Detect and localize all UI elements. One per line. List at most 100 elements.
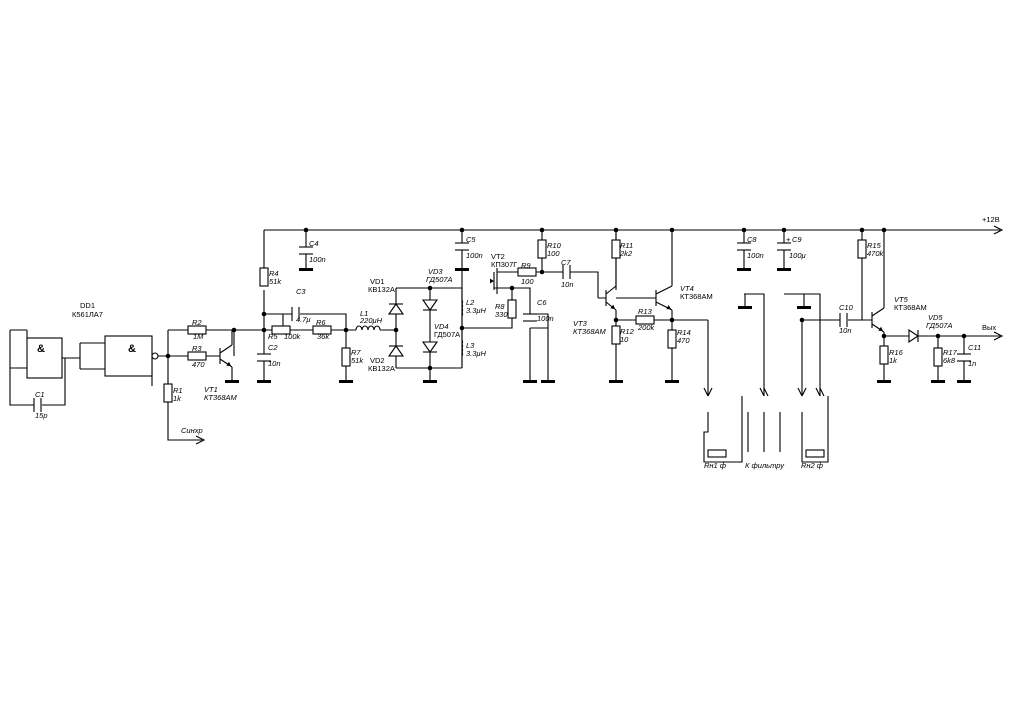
r17-val: 6k8	[943, 356, 956, 365]
c11-val: 1n	[968, 359, 976, 368]
c7-ref: C7	[561, 258, 571, 267]
labels: +12В Вых Синхр DD1 К561ЛА7 & & VT1 КТ368…	[35, 215, 1000, 470]
junction-dot-1	[303, 227, 309, 233]
c2-ref: C2	[268, 343, 278, 352]
vd4-ref: VD4	[434, 322, 449, 331]
r1-val: 1k	[173, 394, 182, 403]
junction-dot-13	[261, 311, 267, 317]
rail-label: +12В	[982, 215, 1000, 224]
ground-1	[225, 380, 239, 383]
sync-label: Синхр	[181, 426, 203, 435]
l2-inductor	[461, 299, 464, 317]
c9-ref: C9	[792, 235, 802, 244]
vt1-emitter-arrow	[226, 361, 231, 366]
r9-val: 100	[521, 277, 534, 286]
vt5-part: КТ368АМ	[894, 303, 927, 312]
vd4-diode	[421, 341, 439, 353]
l3-inductor	[461, 339, 464, 357]
r7-resistor	[341, 347, 351, 367]
ground-3	[299, 268, 313, 271]
vt5-emitter-arrow	[878, 326, 883, 331]
ground-11	[737, 268, 751, 271]
vt3-emitter-arrow	[610, 304, 615, 309]
junction-dot-9	[881, 227, 887, 233]
vd3-ref: VD3	[428, 267, 443, 276]
ground-4	[339, 380, 353, 383]
vd5-part: ГД507А	[926, 321, 953, 330]
jack2-load-resistor	[805, 449, 825, 458]
gate2-symbol: &	[128, 343, 136, 355]
vt2-gate-arrow	[490, 278, 494, 284]
vd2-part: КВ132А	[368, 364, 395, 373]
r6-resistor	[312, 325, 332, 335]
r7-ref: R7	[351, 348, 361, 357]
vd2-varicap	[387, 345, 405, 357]
vt1-ref: VT1	[204, 385, 218, 394]
r8-val: 330	[495, 310, 508, 319]
r10-ref: R10	[547, 241, 562, 250]
l2-val: 3.3μH	[466, 306, 487, 315]
c11-ref: C11	[968, 343, 981, 352]
dd1-ref: DD1	[80, 301, 95, 310]
c6-val: 100n	[537, 314, 554, 323]
junction-dot-19	[509, 285, 515, 291]
vt3-ref: VT3	[573, 319, 588, 328]
ground-9	[609, 380, 623, 383]
r13-resistor	[635, 315, 655, 325]
vd3-diode	[421, 299, 439, 311]
r2-ref: R2	[192, 318, 202, 327]
junction-dot-25	[961, 333, 967, 339]
r5-ref: R5	[268, 332, 278, 341]
output-label: Вых	[982, 323, 996, 332]
r11-ref: R11	[620, 241, 633, 250]
c1-ref: C1	[35, 390, 45, 399]
r4-val: 51k	[269, 277, 282, 286]
jack1-label: Rн1 ф	[704, 461, 727, 470]
c3-ref: C3	[296, 287, 306, 296]
ground-6	[455, 268, 469, 271]
r6-ref: R6	[316, 318, 326, 327]
vt3-part: КТ368АМ	[573, 327, 607, 336]
vd5-diode	[908, 328, 919, 344]
c1-val: 15p	[35, 411, 48, 420]
r15-resistor	[857, 239, 867, 259]
gate2-inverter-bubble	[151, 352, 159, 360]
r2-resistor	[187, 325, 207, 335]
c4-val: 100n	[309, 255, 326, 264]
c5-ref: C5	[466, 235, 476, 244]
jack1-load-resistor	[707, 449, 727, 458]
junction-dot-4	[613, 227, 619, 233]
r2-val: 1M	[193, 332, 204, 341]
vt4-ref: VT4	[680, 284, 694, 293]
filter-label: К фильтру	[745, 461, 785, 470]
components: +	[26, 227, 971, 458]
ground-14	[931, 380, 945, 383]
r17-resistor	[933, 347, 943, 367]
junction-dot-24	[935, 333, 941, 339]
c10-val: 10n	[839, 326, 852, 335]
l1-val: 220μH	[359, 316, 383, 325]
r13-ref: R13	[638, 307, 653, 316]
l1-ref: L1	[360, 309, 368, 318]
ground-17	[797, 306, 811, 309]
gate1-box	[26, 337, 63, 379]
vt5-ref: VT5	[894, 295, 909, 304]
r10-val: 100	[547, 249, 560, 258]
r3-resistor	[187, 351, 207, 361]
c2-val: 10n	[268, 359, 281, 368]
jack2-label: Rн2 ф	[801, 461, 824, 470]
c4-ref: C4	[309, 239, 319, 248]
r11-val: 2k2	[619, 249, 633, 258]
vd1-ref: VD1	[370, 277, 385, 286]
junction-dot-17	[427, 365, 433, 371]
r5-resistor	[271, 325, 291, 335]
ground-2	[257, 380, 271, 383]
junction-dot-20	[539, 269, 545, 275]
ground-5	[423, 380, 437, 383]
dd1-part: К561ЛА7	[72, 310, 103, 319]
junction-dot-8	[859, 227, 865, 233]
r3-ref: R3	[192, 344, 202, 353]
c8-val: 100n	[747, 251, 764, 260]
r4-ref: R4	[269, 269, 279, 278]
r16-ref: R16	[889, 348, 904, 357]
